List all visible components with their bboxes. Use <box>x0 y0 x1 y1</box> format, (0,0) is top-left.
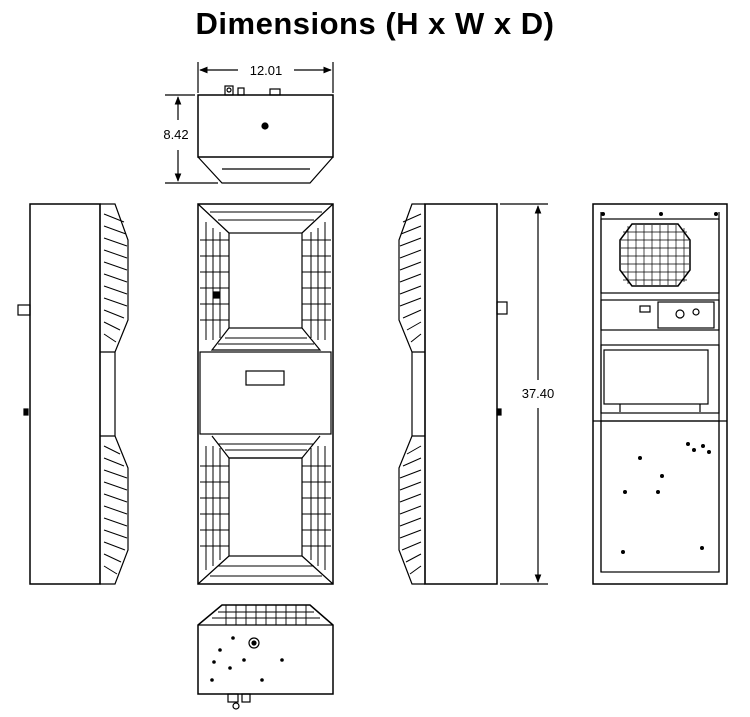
rear-view <box>592 203 728 585</box>
depth-dimension-label: 8.42 <box>163 127 188 142</box>
top-view <box>197 85 334 184</box>
front-view <box>197 203 334 585</box>
right-side-view <box>398 203 508 585</box>
width-dimension-line <box>197 62 334 93</box>
width-dimension-label: 12.01 <box>250 63 283 78</box>
bottom-view <box>197 604 334 710</box>
left-side-view <box>17 203 129 585</box>
height-dimension-line <box>500 203 548 585</box>
height-dimension-label: 37.40 <box>522 386 555 401</box>
page-title: Dimensions (H x W x D) <box>195 6 555 41</box>
depth-dimension-line <box>165 94 218 184</box>
